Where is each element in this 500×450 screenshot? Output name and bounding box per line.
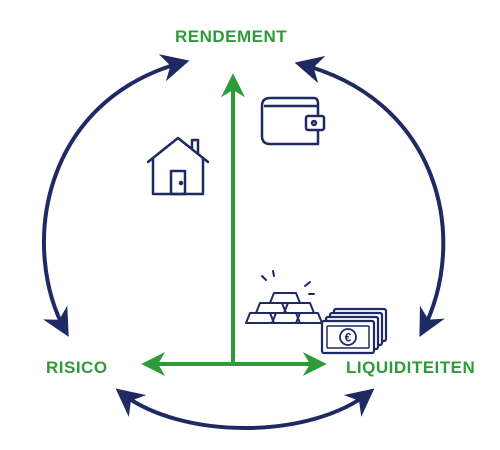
arc-arrow-bottom	[115, 388, 375, 430]
arc-arrow-left	[41, 54, 190, 337]
label-rendement: RENDEMENT	[175, 27, 288, 46]
label-liquiditeiten: LIQUIDITEITEN	[346, 358, 476, 377]
wallet-icon	[260, 96, 326, 146]
arc-arrow-right	[294, 56, 446, 337]
euro-symbol: €	[345, 331, 352, 345]
label-risico: RISICO	[46, 358, 108, 377]
euro-banknotes-icon	[320, 307, 388, 355]
house-icon	[146, 136, 210, 196]
gold-bars-icon	[245, 270, 323, 324]
